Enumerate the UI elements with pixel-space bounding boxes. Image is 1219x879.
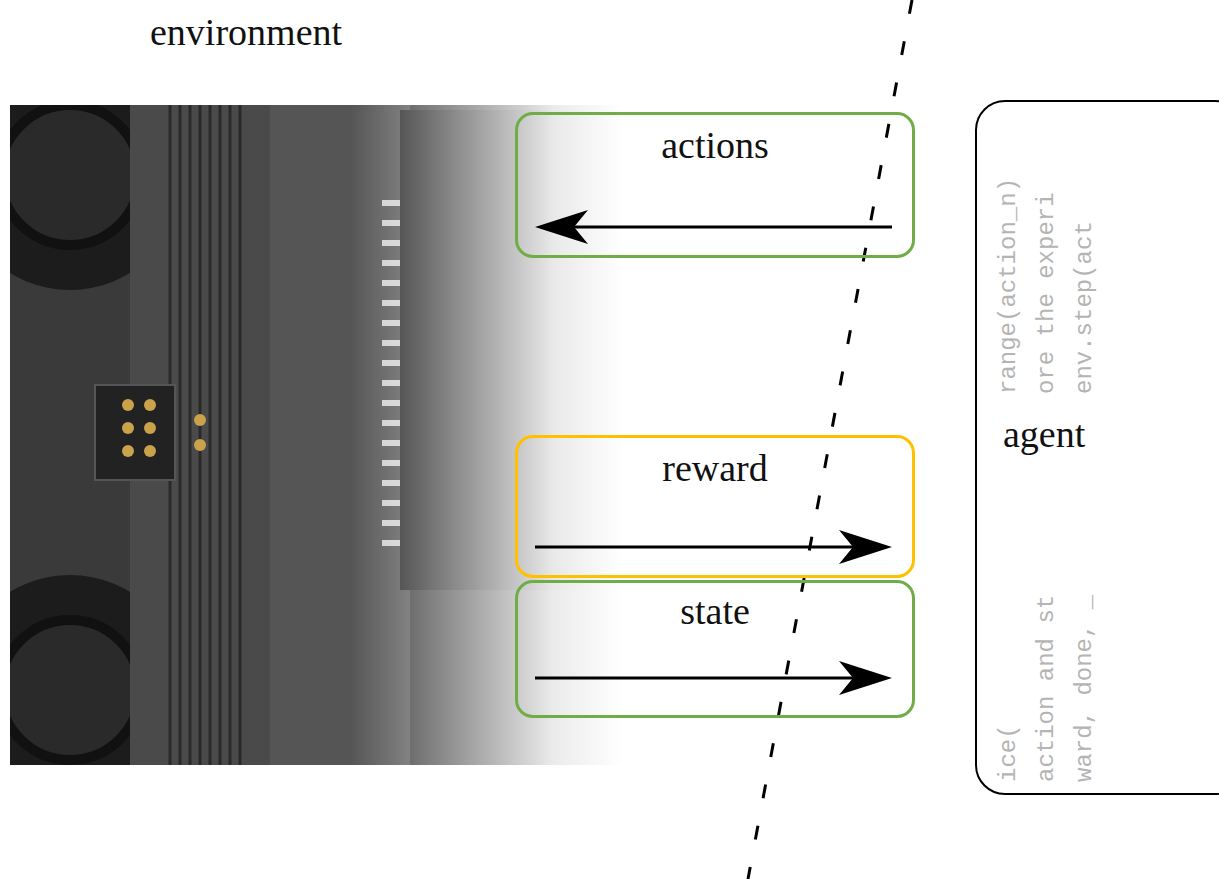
code-fragment: ore the experi (1035, 192, 1059, 394)
state-box: state (515, 580, 915, 718)
diagram-title: environment (150, 12, 342, 54)
reward-box: reward (515, 435, 915, 578)
box-label: actions (657, 125, 773, 167)
code-fragment: ice( (997, 724, 1021, 782)
code-fragment: action and st (1035, 595, 1059, 782)
box-label: state (676, 591, 754, 633)
box-label: agent (999, 414, 1089, 456)
code-fragment: range(action_n) (997, 178, 1021, 394)
code-fragment: ward, done, _ (1073, 595, 1097, 782)
code-fragment: env.step(act (1073, 221, 1097, 394)
action-arrow-line (572, 226, 892, 229)
state-arrow-line (535, 677, 855, 680)
reward-arrow-head (839, 530, 892, 564)
state-arrow-head (839, 661, 892, 695)
action-arrow-head (535, 210, 588, 244)
action-box: actions (515, 112, 915, 258)
reward-arrow-line (535, 546, 855, 549)
agent-box: agent ice( range(action_n)action and st ore… (975, 100, 1219, 795)
box-label: reward (658, 448, 771, 490)
flow-arrows (535, 210, 892, 695)
